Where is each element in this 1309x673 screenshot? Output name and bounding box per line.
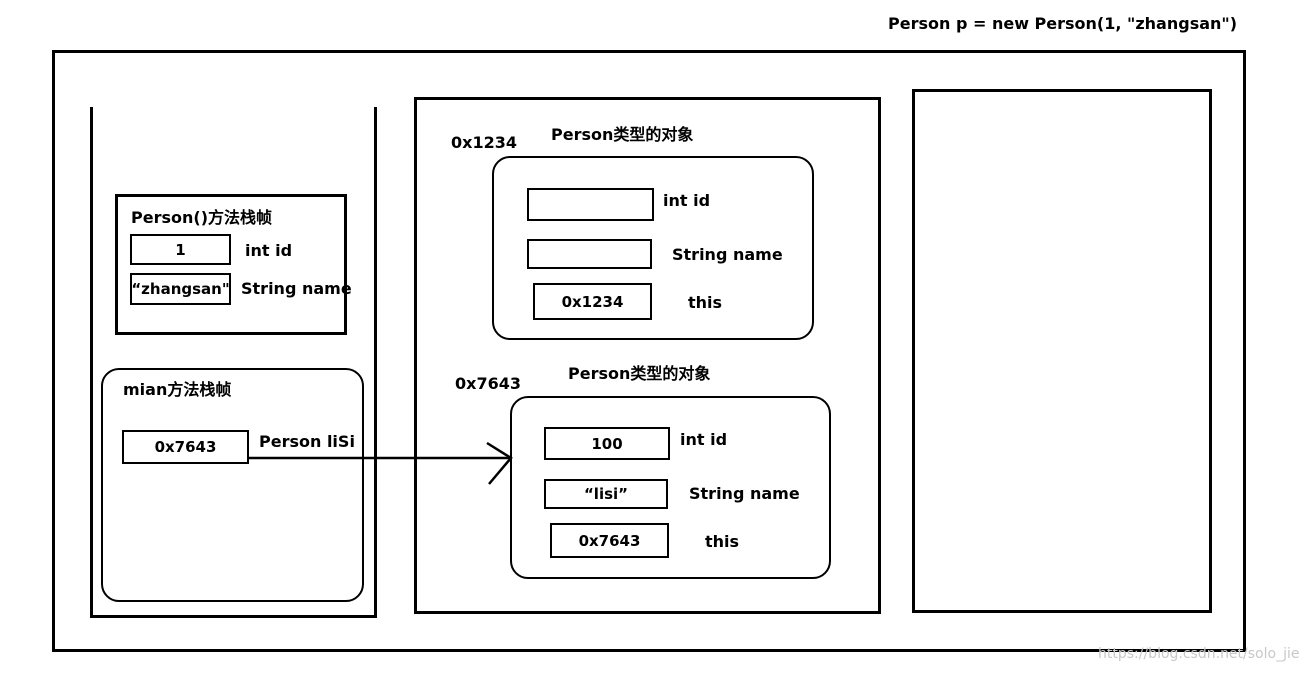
main-frame-title: mian方法栈帧 <box>123 380 232 399</box>
heap-object-1-id-value <box>527 188 654 221</box>
person-frame-name-label: String name <box>241 279 352 298</box>
heap-object-2-title: Person类型的对象 <box>568 364 711 383</box>
heap-object-1-title: Person类型的对象 <box>551 125 694 144</box>
heap-object-2-name-value: “lisi” <box>544 479 668 509</box>
heap-object-2-this-label: this <box>705 532 740 551</box>
heap-object-2-address: 0x7643 <box>455 374 521 393</box>
method-area-region <box>912 89 1212 613</box>
heap-object-2-id-label: int id <box>680 430 728 449</box>
person-frame-id-label: int id <box>245 241 293 260</box>
heap-object-2-id-value: 100 <box>544 427 670 460</box>
heap-object-1-name-value <box>527 239 652 269</box>
stack-right-wall <box>374 107 377 618</box>
person-constructor-frame <box>115 194 347 335</box>
arrow-head <box>486 441 513 485</box>
heap-object-1-this-label: this <box>688 293 723 312</box>
heap-object-1-address: 0x1234 <box>451 133 517 152</box>
heap-object-1-name-label: String name <box>672 245 783 264</box>
main-frame-lisi-value: 0x7643 <box>122 430 249 464</box>
person-frame-name-value: “zhangsan" <box>130 273 231 305</box>
heap-object-1-this-value: 0x1234 <box>533 283 652 320</box>
stack-left-wall <box>90 107 93 618</box>
heap-object-2-name-label: String name <box>689 484 800 503</box>
heap-object-1-id-label: int id <box>663 191 711 210</box>
heap-object-2 <box>510 396 831 579</box>
main-frame-lisi-label: Person liSi <box>259 432 355 451</box>
person-frame-id-value: 1 <box>130 234 231 265</box>
watermark: https://blog.csdn.net/solo_jie <box>1098 646 1300 662</box>
heap-object-1 <box>492 156 814 340</box>
person-frame-title: Person()方法栈帧 <box>131 208 273 227</box>
stack-bottom-wall <box>90 615 377 618</box>
code-title: Person p = new Person(1, "zhangsan") <box>888 14 1238 33</box>
heap-object-2-this-value: 0x7643 <box>550 523 669 558</box>
main-method-frame <box>101 368 364 602</box>
